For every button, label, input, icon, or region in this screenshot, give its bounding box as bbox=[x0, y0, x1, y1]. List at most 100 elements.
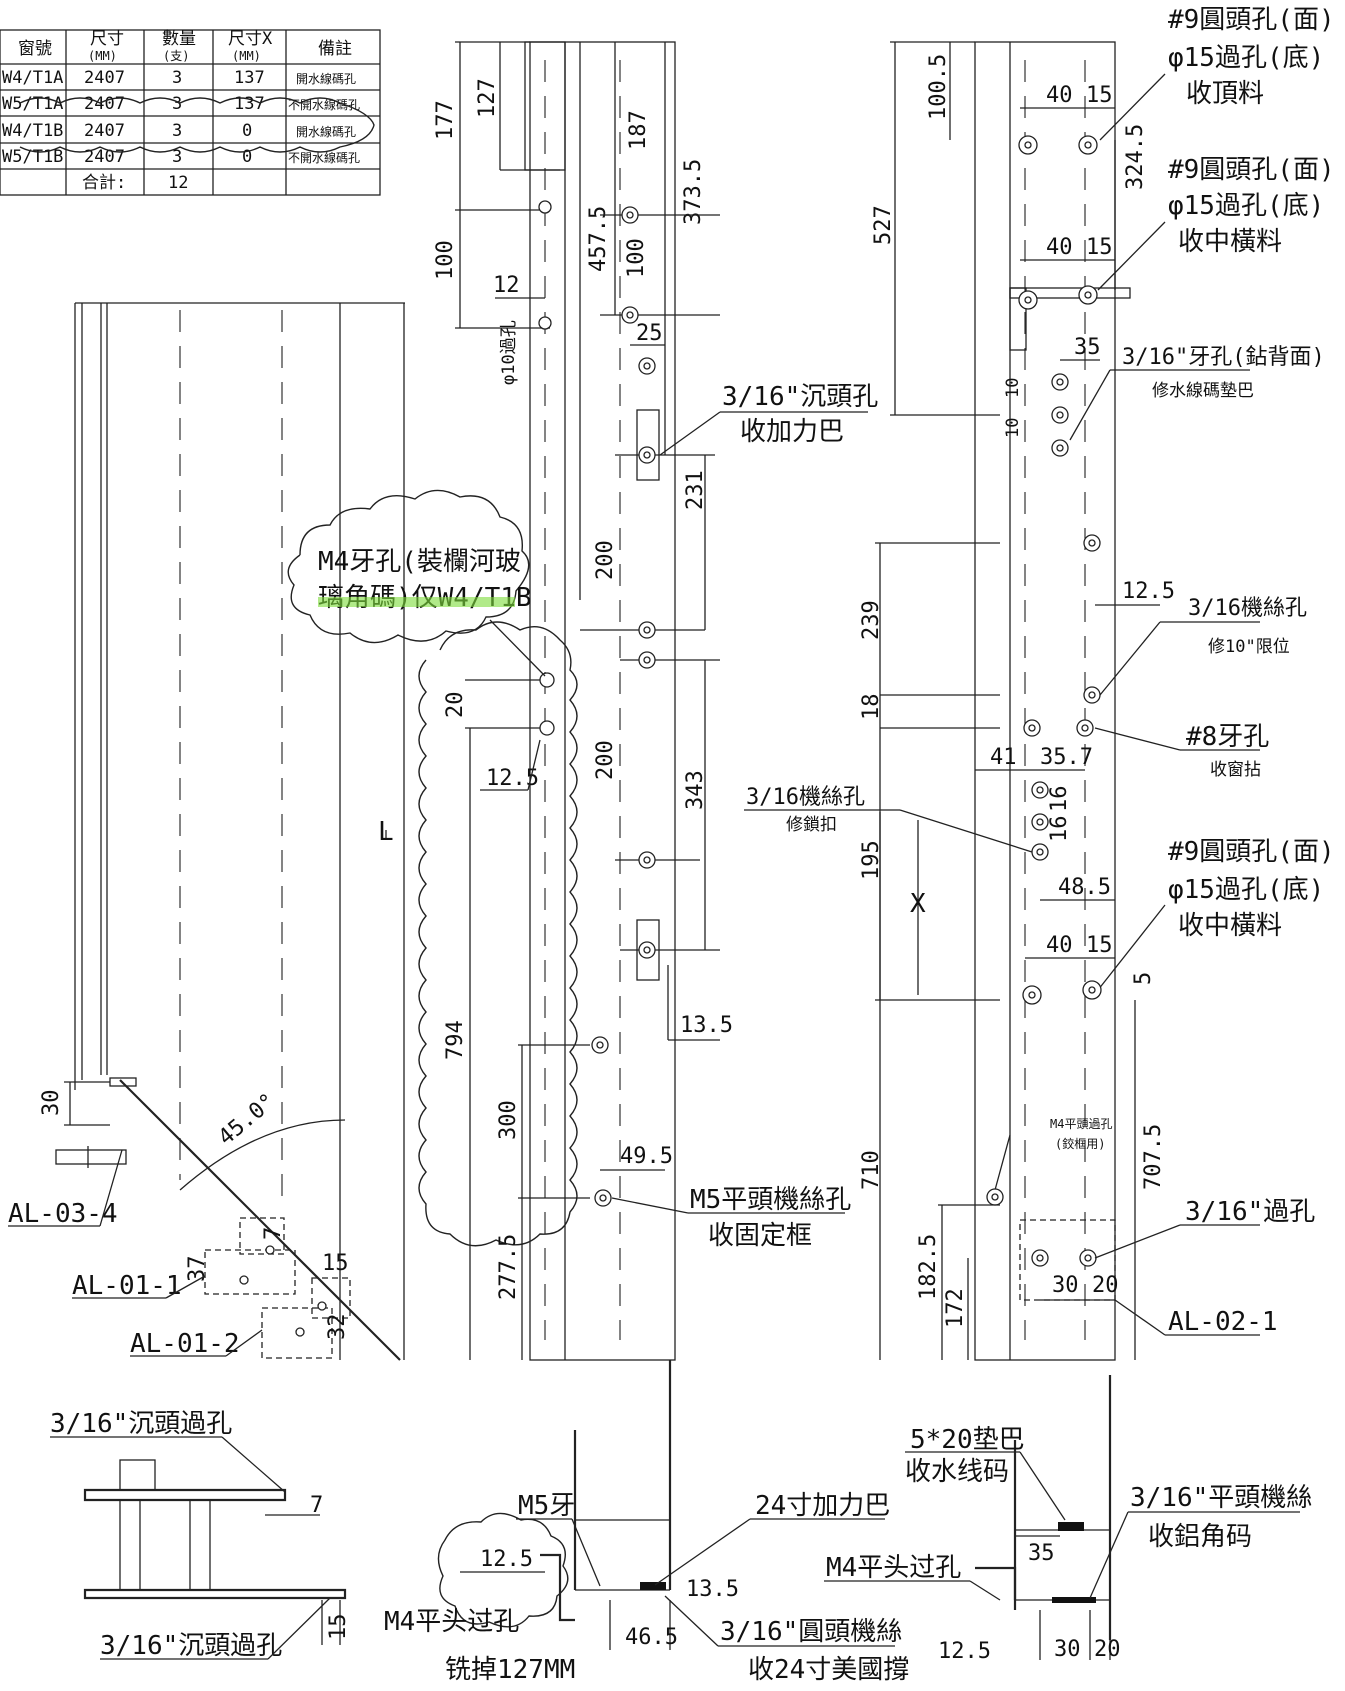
row4-qty: 3 bbox=[172, 147, 182, 167]
row2-x: 137 bbox=[234, 94, 265, 114]
length-L-label: L bbox=[378, 817, 394, 847]
drill-hole-mark bbox=[643, 946, 651, 954]
drill-hole-mark bbox=[1036, 848, 1044, 856]
dim-16a: 16 bbox=[1047, 786, 1072, 813]
dim-15c: 15 bbox=[1086, 933, 1113, 958]
header-note: 備註 bbox=[318, 39, 352, 59]
dim-172: 172 bbox=[943, 1288, 968, 1328]
dim-200a: 200 bbox=[593, 540, 618, 580]
header-window-no: 窗號 bbox=[18, 39, 52, 59]
callout-hole15-b: φ15過孔(底) bbox=[1168, 191, 1324, 221]
dim-187: 187 bbox=[626, 110, 651, 150]
drawing-stroke bbox=[204, 1249, 296, 1295]
callout-round-mach: 3/16"圓頭機絲 bbox=[720, 1617, 902, 1647]
middle-drill-view: 177 127 100 12 φ10過孔 457.5 187 373.5 100… bbox=[287, 41, 878, 1361]
drill-hole-mark bbox=[596, 1041, 604, 1049]
drawing-stroke bbox=[119, 1459, 156, 1491]
drawing-stroke bbox=[1099, 621, 1161, 696]
row4-id: W5/T1B bbox=[2, 147, 63, 167]
callout-csk-hole: 3/16"沉頭孔 bbox=[722, 382, 878, 412]
mill-note-cloud bbox=[437, 1512, 569, 1628]
dim-127: 127 bbox=[475, 78, 500, 118]
dim-12-5b: 12.5 bbox=[1122, 579, 1175, 604]
header-qty: 數量 bbox=[162, 29, 196, 49]
drawing-stroke bbox=[1052, 1597, 1096, 1603]
row3-x: 0 bbox=[242, 121, 252, 141]
drawing-stroke bbox=[974, 41, 1116, 1361]
section-middle: 12.5 M5牙 24寸加力巴 46.5 13.5 M4平头过孔 铣掉127MM… bbox=[384, 1360, 909, 1685]
dim-343: 343 bbox=[683, 770, 708, 810]
drill-hole-mark bbox=[1084, 141, 1092, 149]
drill-hole-mark bbox=[295, 1327, 305, 1337]
dim-457-5: 457.5 bbox=[586, 206, 611, 272]
drill-hole-mark bbox=[643, 626, 651, 634]
drawing-stroke bbox=[1114, 1299, 1166, 1336]
drawing-stroke bbox=[1097, 221, 1166, 291]
callout-water-pad: 修水線碼墊巴 bbox=[1152, 381, 1254, 401]
callout-mid-member-c: 收中橫料 bbox=[1178, 911, 1282, 941]
row1-size: 2407 bbox=[84, 68, 125, 88]
callout-m5-flat: M5平頭機絲孔 bbox=[690, 1185, 851, 1215]
dim-15b: 15 bbox=[1086, 235, 1113, 260]
drill-hole-mark bbox=[539, 672, 555, 688]
revision-cloud-row bbox=[19, 97, 375, 153]
dim-182-5: 182.5 bbox=[916, 1234, 941, 1300]
callout-stiffener24: 24寸加力巴 bbox=[755, 1491, 890, 1521]
drawing-stroke bbox=[640, 1582, 666, 1590]
dim-40b: 40 bbox=[1046, 235, 1073, 260]
drawing-stroke bbox=[1069, 369, 1111, 441]
drawing-stroke bbox=[99, 1149, 123, 1227]
drawing-stroke bbox=[529, 41, 676, 1361]
callout-mid-member-b: 收中橫料 bbox=[1178, 227, 1282, 257]
dim-41: 41 bbox=[990, 745, 1017, 770]
callout-al-02-1: AL-02-1 bbox=[1168, 1307, 1278, 1337]
dim-18: 18 bbox=[859, 694, 884, 721]
row2-qty: 3 bbox=[172, 94, 182, 114]
dim-231: 231 bbox=[683, 470, 708, 510]
drill-hole-mark bbox=[1024, 141, 1032, 149]
dim-15d: 15 bbox=[326, 1614, 351, 1641]
drill-hole-mark bbox=[1056, 378, 1064, 386]
left-profile-view: L 45.0° 30 7 37 15 32 AL-03-4 AL-01-1 A bbox=[8, 302, 405, 1361]
row1-x: 137 bbox=[234, 68, 265, 88]
header-size-x: 尺寸X bbox=[228, 29, 273, 49]
angle-label: 45.0° bbox=[214, 1089, 281, 1151]
dim-12-5d: 12.5 bbox=[938, 1639, 991, 1664]
callout-top-member: 收頂料 bbox=[1186, 79, 1264, 109]
m4-flat-label: M4平頭過孔 bbox=[1050, 1117, 1112, 1131]
drill-hole-mark bbox=[1036, 1254, 1044, 1262]
drill-hole-mark bbox=[1028, 724, 1036, 732]
drawing-stroke bbox=[221, 1436, 286, 1493]
drill-hole-mark bbox=[1036, 818, 1044, 826]
dim-195: 195 bbox=[859, 840, 884, 880]
dim-37: 37 bbox=[185, 1256, 210, 1283]
row3-note: 開水線碼孔 bbox=[296, 124, 356, 139]
callout-mach-a: 3/16機絲孔 bbox=[1188, 596, 1307, 621]
revision-cloud-lower bbox=[418, 621, 578, 1247]
callout-water-code: 收水线码 bbox=[905, 1457, 1009, 1487]
section-left: 3/16"沉頭過孔 7 15 3/16"沉頭過孔 bbox=[50, 1409, 351, 1661]
dim-30c: 30 bbox=[1054, 1637, 1081, 1662]
dim-7: 7 bbox=[261, 1227, 286, 1240]
row4-note: 不開水線碼孔 bbox=[288, 150, 360, 165]
drill-hole-mark bbox=[643, 656, 651, 664]
drill-hole-mark bbox=[1056, 411, 1064, 419]
drill-hole-mark bbox=[1084, 1254, 1092, 1262]
dim-49-5: 49.5 bbox=[620, 1144, 673, 1169]
dim-20c: 20 bbox=[1094, 1637, 1121, 1662]
drill-hole-mark bbox=[1084, 291, 1092, 299]
dim-200b: 200 bbox=[593, 740, 618, 780]
drawing-stroke bbox=[975, 1566, 1017, 1610]
dim-10a: 10 bbox=[1003, 378, 1023, 398]
callout-hole9-c: #9圓頭孔(面) bbox=[1168, 837, 1335, 867]
callout-stiffener: 收加力巴 bbox=[740, 417, 844, 447]
dim-373-5: 373.5 bbox=[681, 159, 706, 225]
callout-flat-mach: 3/16"平頭機絲 bbox=[1130, 1483, 1312, 1513]
drawing-stroke bbox=[659, 411, 721, 456]
dim-25: 25 bbox=[636, 321, 663, 346]
callout-al-03-4: AL-03-4 bbox=[8, 1199, 118, 1229]
length-X-label: X bbox=[910, 889, 926, 919]
dim-239: 239 bbox=[859, 600, 884, 640]
dim-13-5: 13.5 bbox=[680, 1013, 733, 1038]
